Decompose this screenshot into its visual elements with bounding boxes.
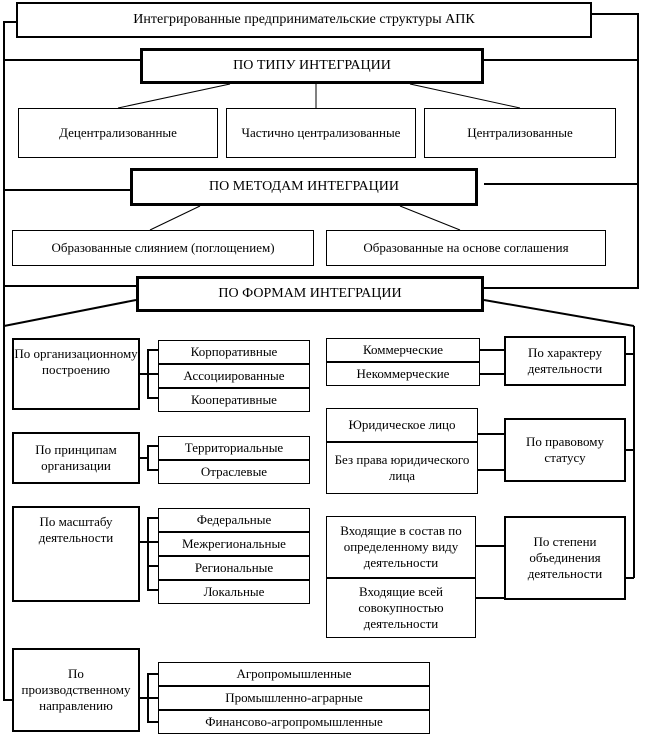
left-group-label-scale: По масштабу деятельности: [12, 506, 140, 602]
form-industrial-agrarian: Промышленно-аграрные: [158, 686, 430, 710]
left-group-label-organizational: По организационному построению: [12, 338, 140, 410]
method-merger: Образованные слиянием (поглощением): [12, 230, 314, 266]
diagram-title: Интегрированные предпринимательские стру…: [16, 2, 592, 38]
form-by-activity-type: Входящие в состав по определенному виду …: [326, 516, 476, 578]
method-agreement: Образованные на основе соглашения: [326, 230, 606, 266]
type-decentralized: Децентрализованные: [18, 108, 218, 158]
left-group-label-principles: По принципам организации: [12, 432, 140, 484]
by-type-heading: ПО ТИПУ ИНТЕГРАЦИИ: [140, 48, 484, 84]
form-territorial: Территориальные: [158, 436, 310, 460]
form-federal: Федеральные: [158, 508, 310, 532]
form-local: Локальные: [158, 580, 310, 604]
form-whole-activity: Входящие всей совокупностью деятельности: [326, 578, 476, 638]
form-associated: Ассоциированные: [158, 364, 310, 388]
type-partially-centralized: Частично централизованные: [226, 108, 416, 158]
right-group-label-activity: По характеру деятельности: [504, 336, 626, 386]
form-regional: Региональные: [158, 556, 310, 580]
form-cooperative: Кооперативные: [158, 388, 310, 412]
right-group-label-legal-status: По правовому статусу: [504, 418, 626, 482]
left-group-label-production: По производственному направлению: [12, 648, 140, 732]
right-group-label-integration-degree: По степени объединения деятельности: [504, 516, 626, 600]
form-noncommercial: Некоммерческие: [326, 362, 480, 386]
type-centralized: Централизованные: [424, 108, 616, 158]
by-forms-heading: ПО ФОРМАМ ИНТЕГРАЦИИ: [136, 276, 484, 312]
form-commercial: Коммерческие: [326, 338, 480, 362]
form-no-legal-entity: Без права юридического лица: [326, 442, 478, 494]
form-legal-entity: Юридическое лицо: [326, 408, 478, 442]
by-methods-heading: ПО МЕТОДАМ ИНТЕГРАЦИИ: [130, 168, 478, 206]
form-interregional: Межрегиональные: [158, 532, 310, 556]
form-sectoral: Отраслевые: [158, 460, 310, 484]
form-corporate: Корпоративные: [158, 340, 310, 364]
form-financial-agroindustrial: Финансово-агропромышленные: [158, 710, 430, 734]
form-agroindustrial: Агропромышленные: [158, 662, 430, 686]
